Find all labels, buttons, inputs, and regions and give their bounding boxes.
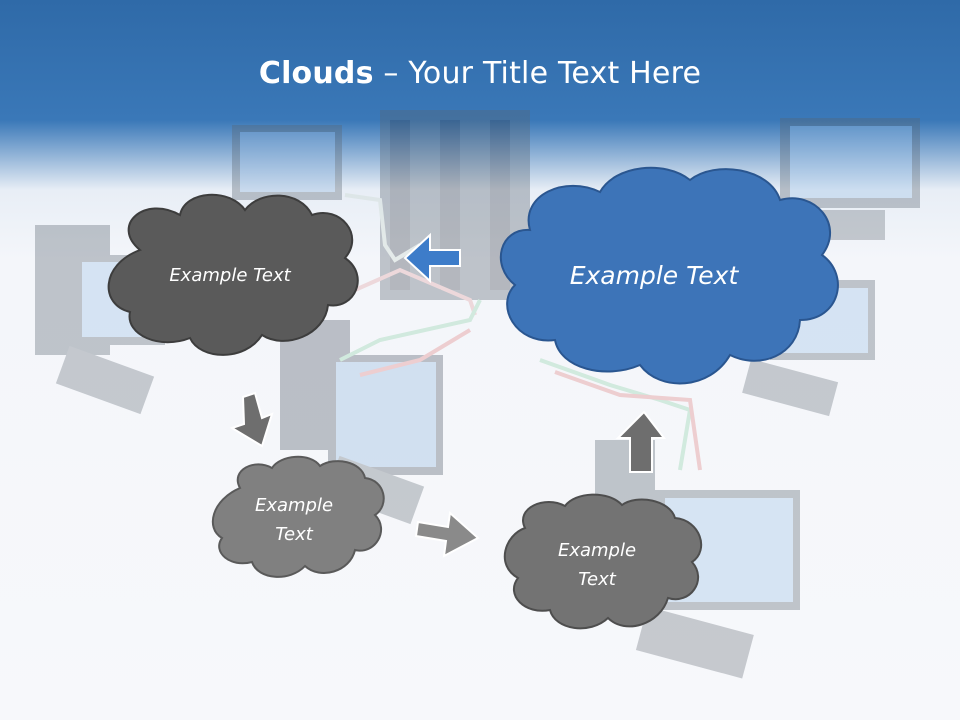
- title-rest: Your Title Text Here: [408, 56, 702, 91]
- cloud-shape-4: [503, 493, 703, 630]
- title-bold: Clouds: [258, 56, 374, 91]
- cloud-4-text: Example Text: [557, 540, 637, 590]
- monitor: [780, 118, 920, 208]
- arrow-up-icon: [615, 410, 667, 473]
- cloud-1-text: Example Text: [169, 264, 291, 286]
- monitor: [232, 125, 342, 200]
- arrow-down-icon: [229, 391, 274, 448]
- computer-tower: [35, 225, 110, 355]
- arrow-left-icon: [403, 232, 461, 284]
- computer-tower: [280, 320, 350, 450]
- cloud-shape-3: [211, 455, 385, 578]
- arrow-right-icon: [414, 511, 480, 558]
- monitor: [328, 355, 443, 475]
- title-separator: –: [373, 56, 409, 91]
- cloud-2-text: Example Text: [569, 260, 739, 290]
- slide-title: Clouds – Your Title Text Here: [0, 56, 960, 91]
- cloud-shape-1: [107, 193, 359, 356]
- cloud-shape-2: [499, 166, 839, 385]
- cloud-3-text: Example Text: [254, 495, 334, 545]
